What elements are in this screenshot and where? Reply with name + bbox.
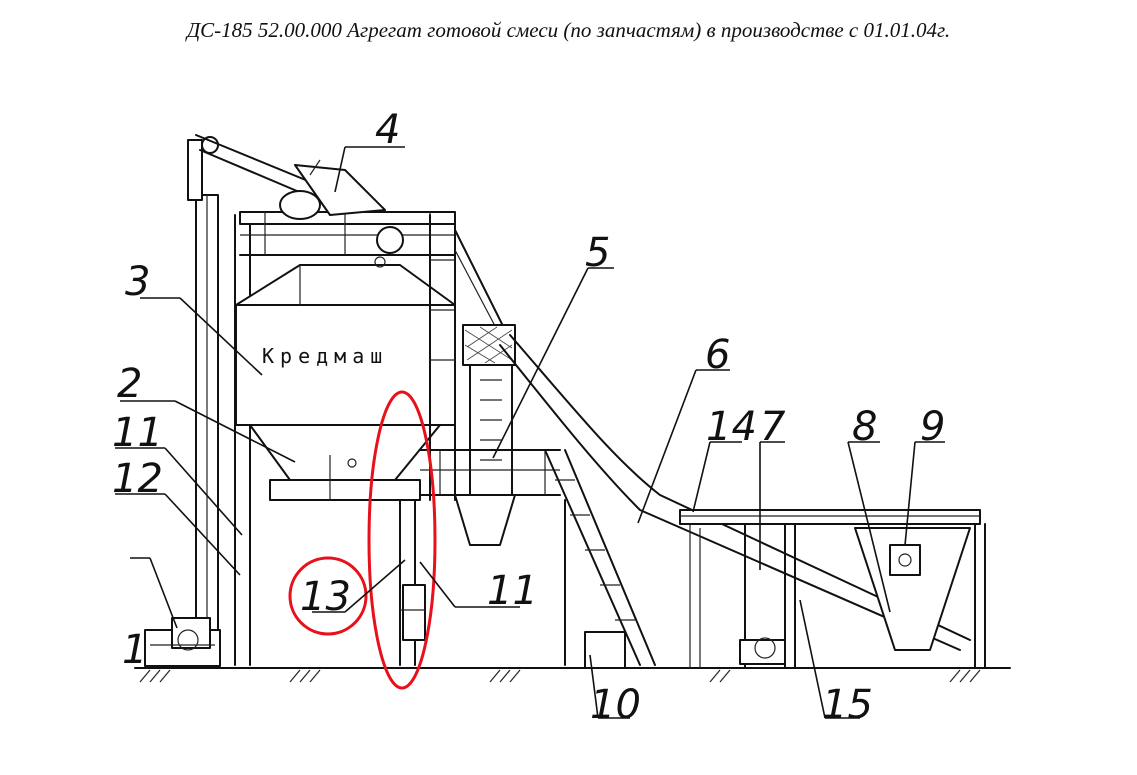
callout-9: 9 bbox=[920, 404, 945, 450]
callout-10: 10 bbox=[590, 682, 641, 728]
highlight-circle bbox=[288, 556, 368, 636]
callout-5: 5 bbox=[585, 230, 610, 276]
callout-6: 6 bbox=[705, 332, 730, 378]
right-frame bbox=[679, 509, 986, 669]
bucket-elevator bbox=[454, 324, 516, 546]
mid-platform bbox=[419, 449, 561, 496]
callout-15: 15 bbox=[822, 682, 873, 728]
drive-motor bbox=[144, 617, 221, 667]
red-highlight bbox=[288, 390, 437, 690]
callout-labels: 1 2 3 4 5 6 7 8 9 10 11 11 12 13 14 15 bbox=[112, 107, 945, 728]
stairway bbox=[544, 449, 656, 669]
mixer-silo: Кредмаш bbox=[234, 214, 456, 666]
callout-3: 3 bbox=[125, 259, 150, 305]
top-platform bbox=[239, 211, 456, 268]
callout-leaders bbox=[115, 146, 945, 719]
drawing-title: ДС-185 52.00.000 Агрегат готовой смеси (… bbox=[186, 18, 951, 42]
brand-label: Кредмаш bbox=[262, 344, 388, 368]
callout-14: 14 bbox=[706, 404, 757, 450]
callout-11-left: 11 bbox=[112, 410, 163, 456]
callout-8: 8 bbox=[852, 404, 877, 450]
ground-line bbox=[134, 667, 1011, 683]
support-legs bbox=[399, 499, 426, 666]
top-conveyor bbox=[279, 159, 386, 220]
callout-11-right: 11 bbox=[487, 568, 538, 614]
highlight-ellipse bbox=[367, 390, 437, 690]
callout-1: 1 bbox=[122, 627, 147, 673]
callout-7: 7 bbox=[760, 404, 786, 450]
elevator-column bbox=[187, 134, 331, 666]
callout-4: 4 bbox=[375, 107, 400, 153]
callout-13: 13 bbox=[300, 574, 351, 620]
callout-12: 12 bbox=[112, 456, 163, 502]
callout-2: 2 bbox=[117, 361, 142, 407]
